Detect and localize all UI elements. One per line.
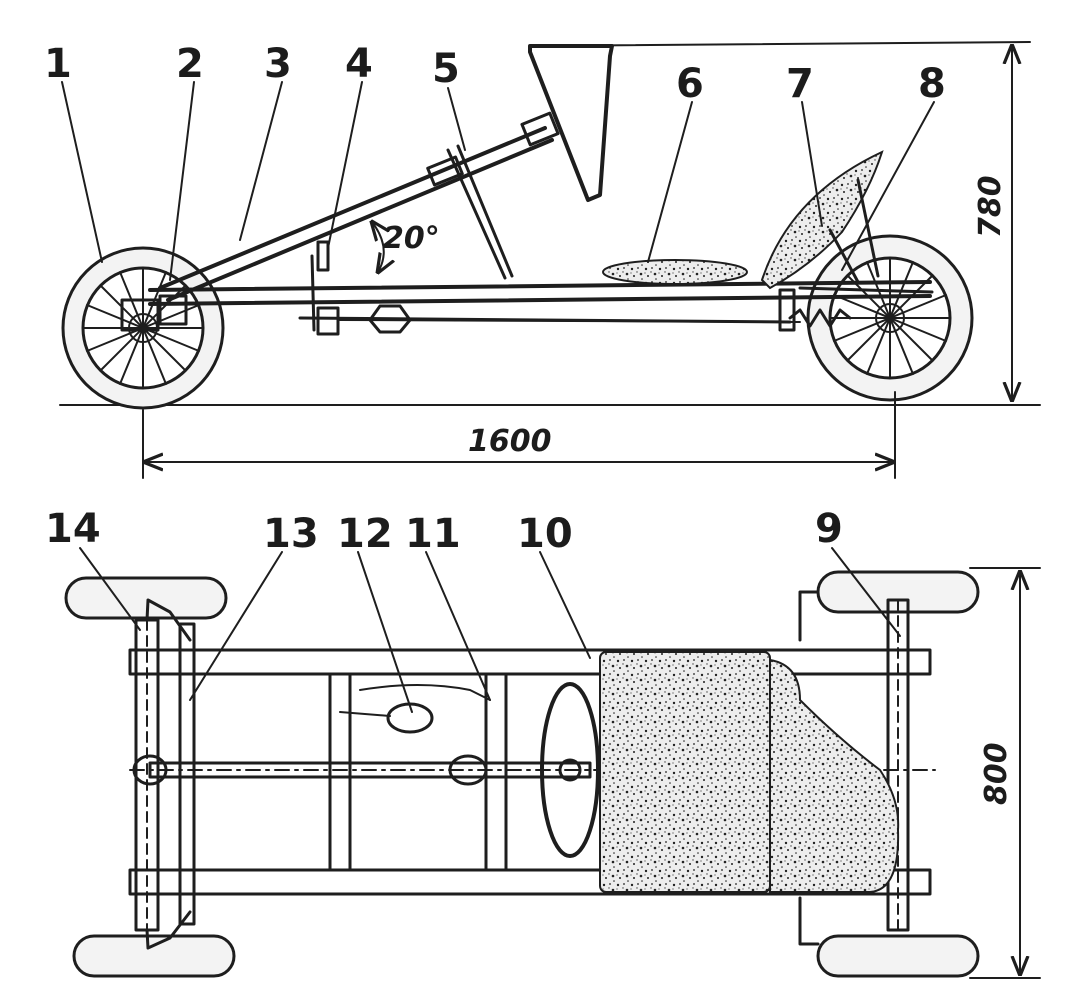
seat-cushion-side: [602, 259, 748, 285]
front-right-wheel-top: [72, 934, 236, 978]
steering-wheel-top: [540, 682, 600, 858]
steering-angle-label: 20°: [383, 221, 440, 256]
side-leader-lines: [61, 81, 935, 281]
part-label-5: 5: [432, 46, 460, 92]
height-dimension: 780: [973, 46, 1012, 400]
part-label-10: 10: [517, 511, 573, 557]
part-label-9: 9: [815, 506, 843, 552]
part-label-12: 12: [337, 511, 393, 557]
part-label-7: 7: [786, 61, 814, 107]
part-label-14: 14: [45, 506, 101, 552]
part-label-2: 2: [176, 41, 204, 87]
part-label-6: 6: [676, 61, 704, 107]
side-frame: [120, 41, 1031, 336]
part-label-3: 3: [264, 41, 292, 87]
top-part-labels: 14 13 12 11 10 9: [45, 506, 843, 557]
width-dimension-label: 800: [979, 742, 1014, 805]
side-view: 1 2 3 4 5 6 7 8 20° 1600: [44, 41, 1041, 479]
width-dimension: 800: [969, 567, 1041, 979]
part-label-8: 8: [918, 61, 946, 107]
part-label-4: 4: [345, 41, 373, 87]
part-label-13: 13: [263, 511, 319, 557]
side-part-labels: 1 2 3 4 5 6 7 8: [44, 41, 946, 107]
top-leader-lines: [79, 547, 901, 713]
rear-wheel-side: [806, 234, 974, 402]
top-view: 14 13 12 11 10 9 800: [45, 506, 1041, 979]
seat-top: [599, 651, 771, 893]
rear-right-wheel-top: [816, 934, 980, 978]
length-dimension-label: 1600: [468, 424, 552, 459]
part-label-1: 1: [44, 41, 72, 87]
height-dimension-label: 780: [973, 175, 1008, 238]
seat-back-top: [769, 658, 900, 893]
part-label-11: 11: [405, 511, 461, 557]
length-dimension: 1600: [142, 391, 896, 479]
front-wheel-side: [61, 246, 225, 410]
top-frame: [128, 590, 936, 950]
